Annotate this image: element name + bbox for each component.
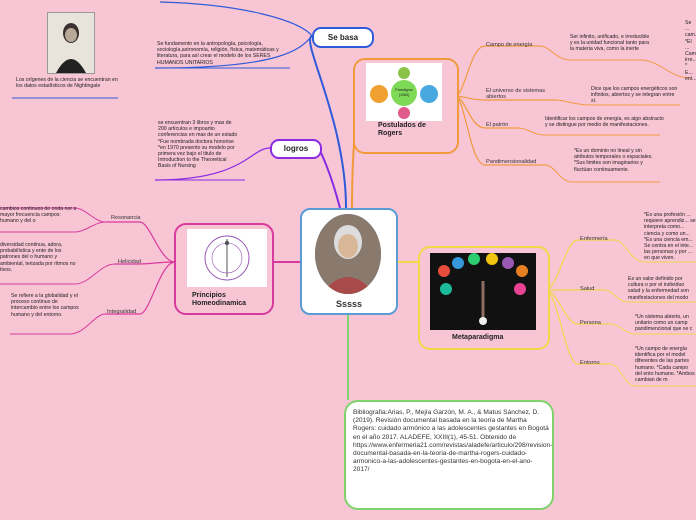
helicidad-text: diversidad continua, adora, probabilísti…: [0, 242, 76, 273]
universo-text: Dice que los campos energéticos son infi…: [591, 86, 678, 105]
foundation-text: Se fundamento en la antropología, psicol…: [157, 41, 279, 66]
entorno-label[interactable]: Entorno: [580, 360, 600, 366]
logros-node[interactable]: logros: [270, 139, 322, 159]
persona-label[interactable]: Persona: [580, 320, 601, 326]
patron-text: Identificar los campos de energía, es al…: [545, 116, 664, 129]
pandimensionalidad-text: *Es un dominio no lineal y sin atributos…: [574, 148, 653, 173]
campo-energia-text: Ser infinito, unificado, e irreducible y…: [570, 34, 650, 53]
salud-text: Es un valor definido por cultura o por e…: [628, 276, 689, 301]
postulados-image: Paradigma (1983): [366, 63, 442, 121]
bibliography-text: Bibliografia:Arias, P., Mejía Garzón, M.…: [353, 409, 553, 474]
principios-caption: Principios Homeodinamica: [192, 292, 247, 307]
resonancia-label[interactable]: Resonancia: [111, 215, 141, 221]
pandimensionalidad-label[interactable]: Pandimensionalidad: [486, 159, 537, 165]
metaparadigma-image: [430, 253, 536, 330]
paradigma-label: Paradigma (1983): [395, 88, 413, 97]
postulados-caption: Postulados de Rogers: [378, 122, 426, 137]
salud-label[interactable]: Salud: [580, 286, 595, 292]
portrait-icon: [48, 13, 94, 73]
principios-image: [187, 229, 267, 287]
rogers-portrait: [315, 214, 381, 294]
se-basa-node[interactable]: Se basa: [312, 27, 374, 48]
integralidad-label[interactable]: Integralidad: [107, 309, 137, 315]
central-title: Sssss: [335, 299, 363, 309]
resonancia-text: cambios continuos de onda nor a mayor fr…: [0, 206, 77, 225]
persona-text: *Un sistema abierto, un unitario como un…: [635, 314, 693, 333]
campo-energia-label[interactable]: Campo de energía: [486, 42, 533, 48]
central-node[interactable]: Sssss: [300, 208, 398, 315]
enfermeria-label[interactable]: Enfermería: [580, 236, 608, 242]
entorno-text: *Un campo de energía identifica por el m…: [635, 346, 695, 384]
universo-label[interactable]: El universo de sistemas abiertos: [486, 88, 546, 100]
enfermeria-text: *Es una profesión ... requiere aprendiz.…: [644, 212, 696, 262]
logros-text: se encuentran 3 libros y mas de 200 artí…: [158, 120, 238, 170]
bibliography-box[interactable]: Bibliografia:Arias, P., Mejía Garzón, M.…: [344, 400, 554, 510]
postulados-extra-text: Se ... cam... *El ... Cam... irre... * E…: [685, 20, 696, 80]
integralidad-text: Se refiere a la globalidad y el proceso …: [11, 293, 79, 318]
nightingale-photo: [47, 12, 95, 74]
metaparadigma-caption: Metaparadigma: [452, 334, 504, 341]
nightingale-text: Los orígenes de la ciencia se encuentran…: [16, 77, 118, 90]
patron-label[interactable]: El patrón: [486, 122, 509, 128]
portrait-icon: [315, 214, 381, 294]
helicidad-label[interactable]: Helicidad: [118, 259, 142, 265]
